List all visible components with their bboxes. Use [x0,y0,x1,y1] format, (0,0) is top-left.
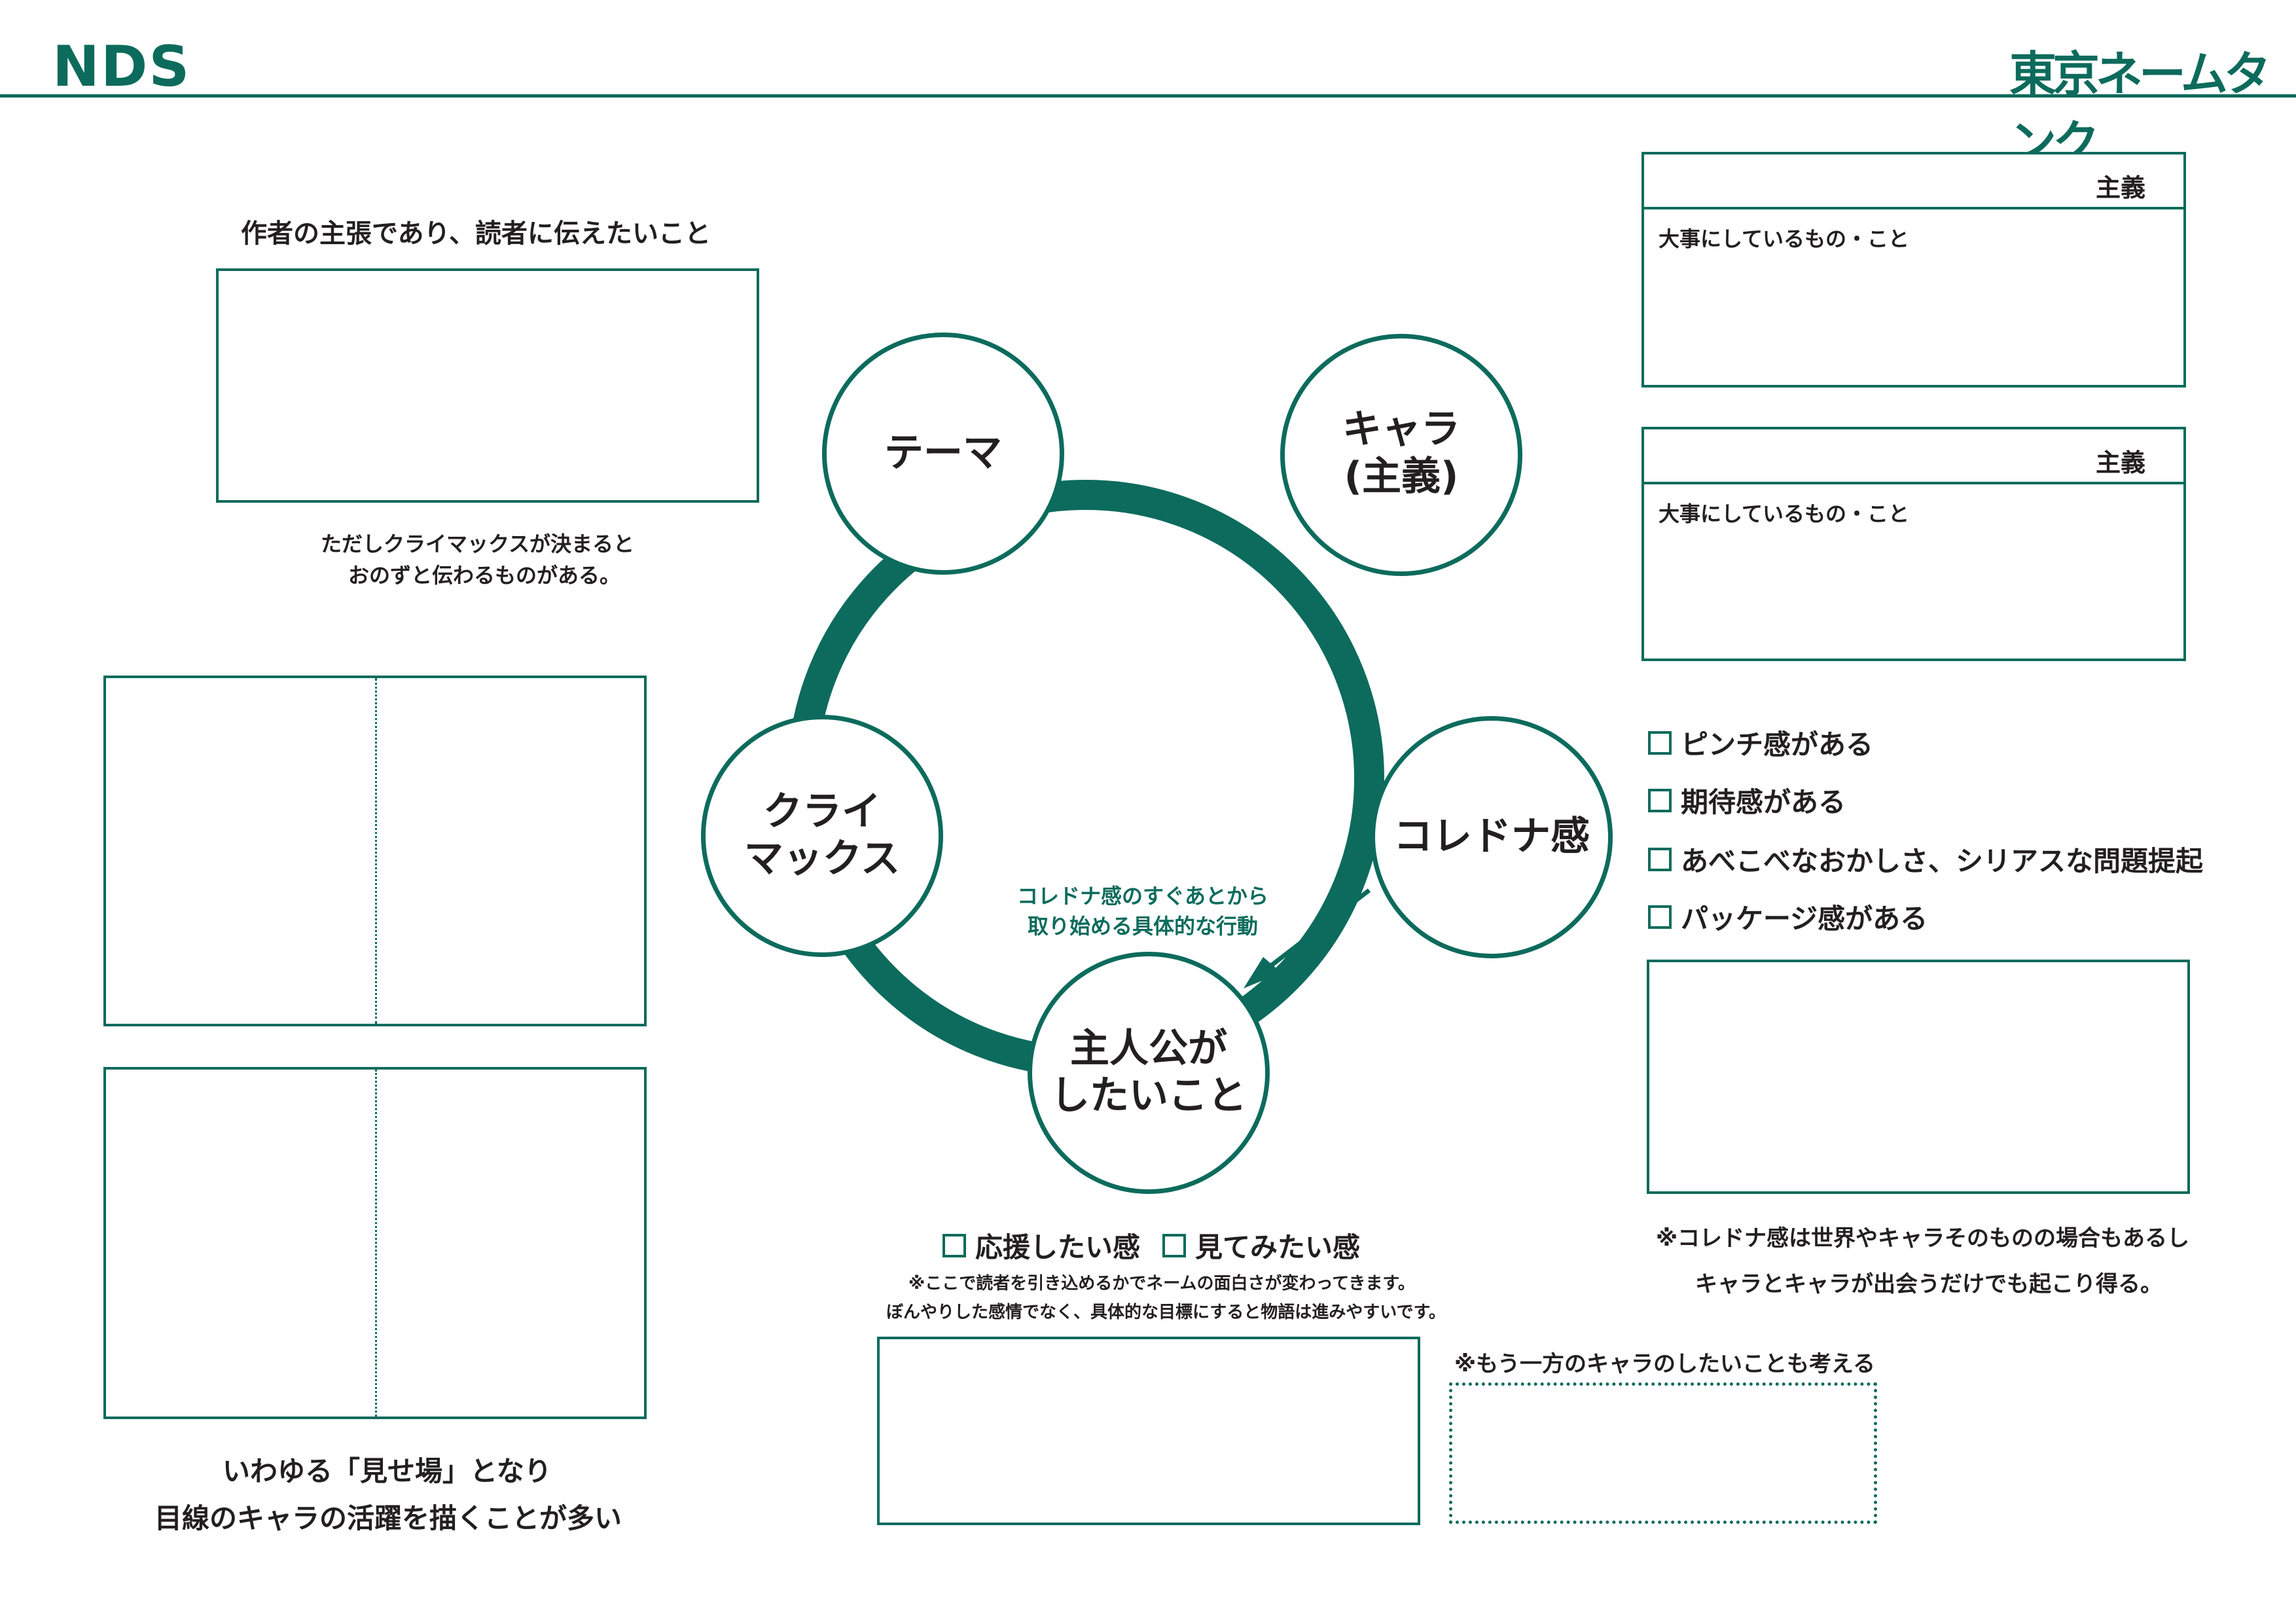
koredona-note-line1: ※コレドナ感は世界やキャラそのものの場合もあるし [1656,1225,2190,1252]
page-split-line [375,1070,377,1416]
shugi-title: 主義 [2095,173,2145,202]
checklist-label: ピンチ感がある [1681,729,1874,761]
arrow-note-line1: コレドナ感のすぐあとから [1017,884,1269,909]
tokyo-name-tank-logo: 東京ネームタンク [2009,46,2271,170]
node-climax: クライ マックス [701,715,943,957]
shugi-header: 主義 [1644,429,2183,484]
node-protagonist-label2: したいこと [1050,1073,1247,1119]
checklist-item[interactable]: あべこべなおかしさ、シリアスな問題提起 [1648,839,2203,879]
checklist-label: 期待感がある [1681,786,1846,818]
theme-note-line1: ただしクライマックスが決まると [321,532,635,556]
checkbox[interactable] [1648,847,1672,871]
shugi-subtitle: 大事にしているもの・こと [1659,226,1910,251]
climax-caption-line2: 目線のキャラの活躍を描くことが多い [154,1502,622,1534]
theme-heading: 作者の主張であり、読者に伝えたいこと [241,219,711,249]
protagonist-note-line1: ※ここで読者を引き込めるかでネームの面白さが変わってきます。 [908,1274,1415,1293]
checklist-label: パッケージ感がある [1681,903,1928,935]
shugi-header: 主義 [1644,154,2183,209]
node-chara-label1: キャラ [1342,406,1460,452]
checkbox[interactable] [1648,731,1672,755]
protagonist-input-box[interactable] [877,1337,1420,1525]
checklist-label: あべこべなおかしさ、シリアスな問題提起 [1681,845,2204,877]
node-chara-label2: (主義) [1344,454,1459,499]
checklist-item[interactable]: パッケージ感がある [1648,897,1928,937]
node-protagonist-label1: 主人公が [1070,1026,1227,1072]
shugi-subtitle: 大事にしているもの・こと [1659,501,1910,526]
checklist-label: 見てみたい感 [1195,1231,1361,1263]
climax-caption-line1: いわゆる「見せ場」となり [223,1455,552,1487]
climax-panel-top[interactable] [103,676,647,1026]
koredona-note-line2: キャラとキャラが出会うだけでも起こり得る。 [1695,1271,2162,1297]
koredona-input-box[interactable] [1647,960,2190,1194]
other-chara-note: ※もう一方のキャラのしたいことも考える [1454,1351,1876,1377]
checkbox[interactable] [1648,905,1672,929]
theme-input-box[interactable] [216,268,759,503]
node-climax-label2: マックス [744,836,901,882]
protagonist-note-line2: ぼんやりした感情でなく、具体的な目標にすると物語は進みやすいです。 [886,1303,1446,1322]
node-protagonist: 主人公が したいこと [1028,952,1270,1194]
shugi-box-2[interactable]: 主義 大事にしているもの・こと [1641,427,2186,661]
page-split-line [375,678,377,1024]
header-divider [0,94,2296,98]
check-want-to-see[interactable]: 見てみたい感 [1162,1225,1360,1265]
climax-panel-bottom[interactable] [103,1067,647,1419]
node-theme-label: テーマ [884,430,1002,476]
shugi-box-1[interactable]: 主義 大事にしているもの・こと [1641,152,2186,388]
checkbox[interactable] [1162,1233,1186,1257]
checkbox[interactable] [1648,788,1672,812]
arrow-note-line2: 取り始める具体的な行動 [1028,914,1259,939]
node-koredona-label: コレドナ感 [1393,814,1590,859]
check-support[interactable]: 応援したい感 [942,1225,1140,1265]
checklist-label: 応援したい感 [975,1231,1141,1263]
node-koredona: コレドナ感 [1371,716,1613,958]
checklist-item[interactable]: 期待感がある [1648,780,1846,820]
checklist-item[interactable]: ピンチ感がある [1648,723,1873,763]
other-chara-input-box[interactable] [1449,1382,1877,1524]
node-chara: キャラ (主義) [1280,334,1522,576]
theme-note-line2: おのずと伝わるものがある。 [348,563,621,588]
action-arrow-line [1255,888,1371,979]
nds-logo: NDS [52,34,191,99]
node-theme: テーマ [822,333,1064,575]
action-arrow-head [1244,957,1282,988]
node-climax-label1: クライ [763,789,881,835]
checkbox[interactable] [942,1233,966,1257]
shugi-title: 主義 [2095,448,2145,477]
